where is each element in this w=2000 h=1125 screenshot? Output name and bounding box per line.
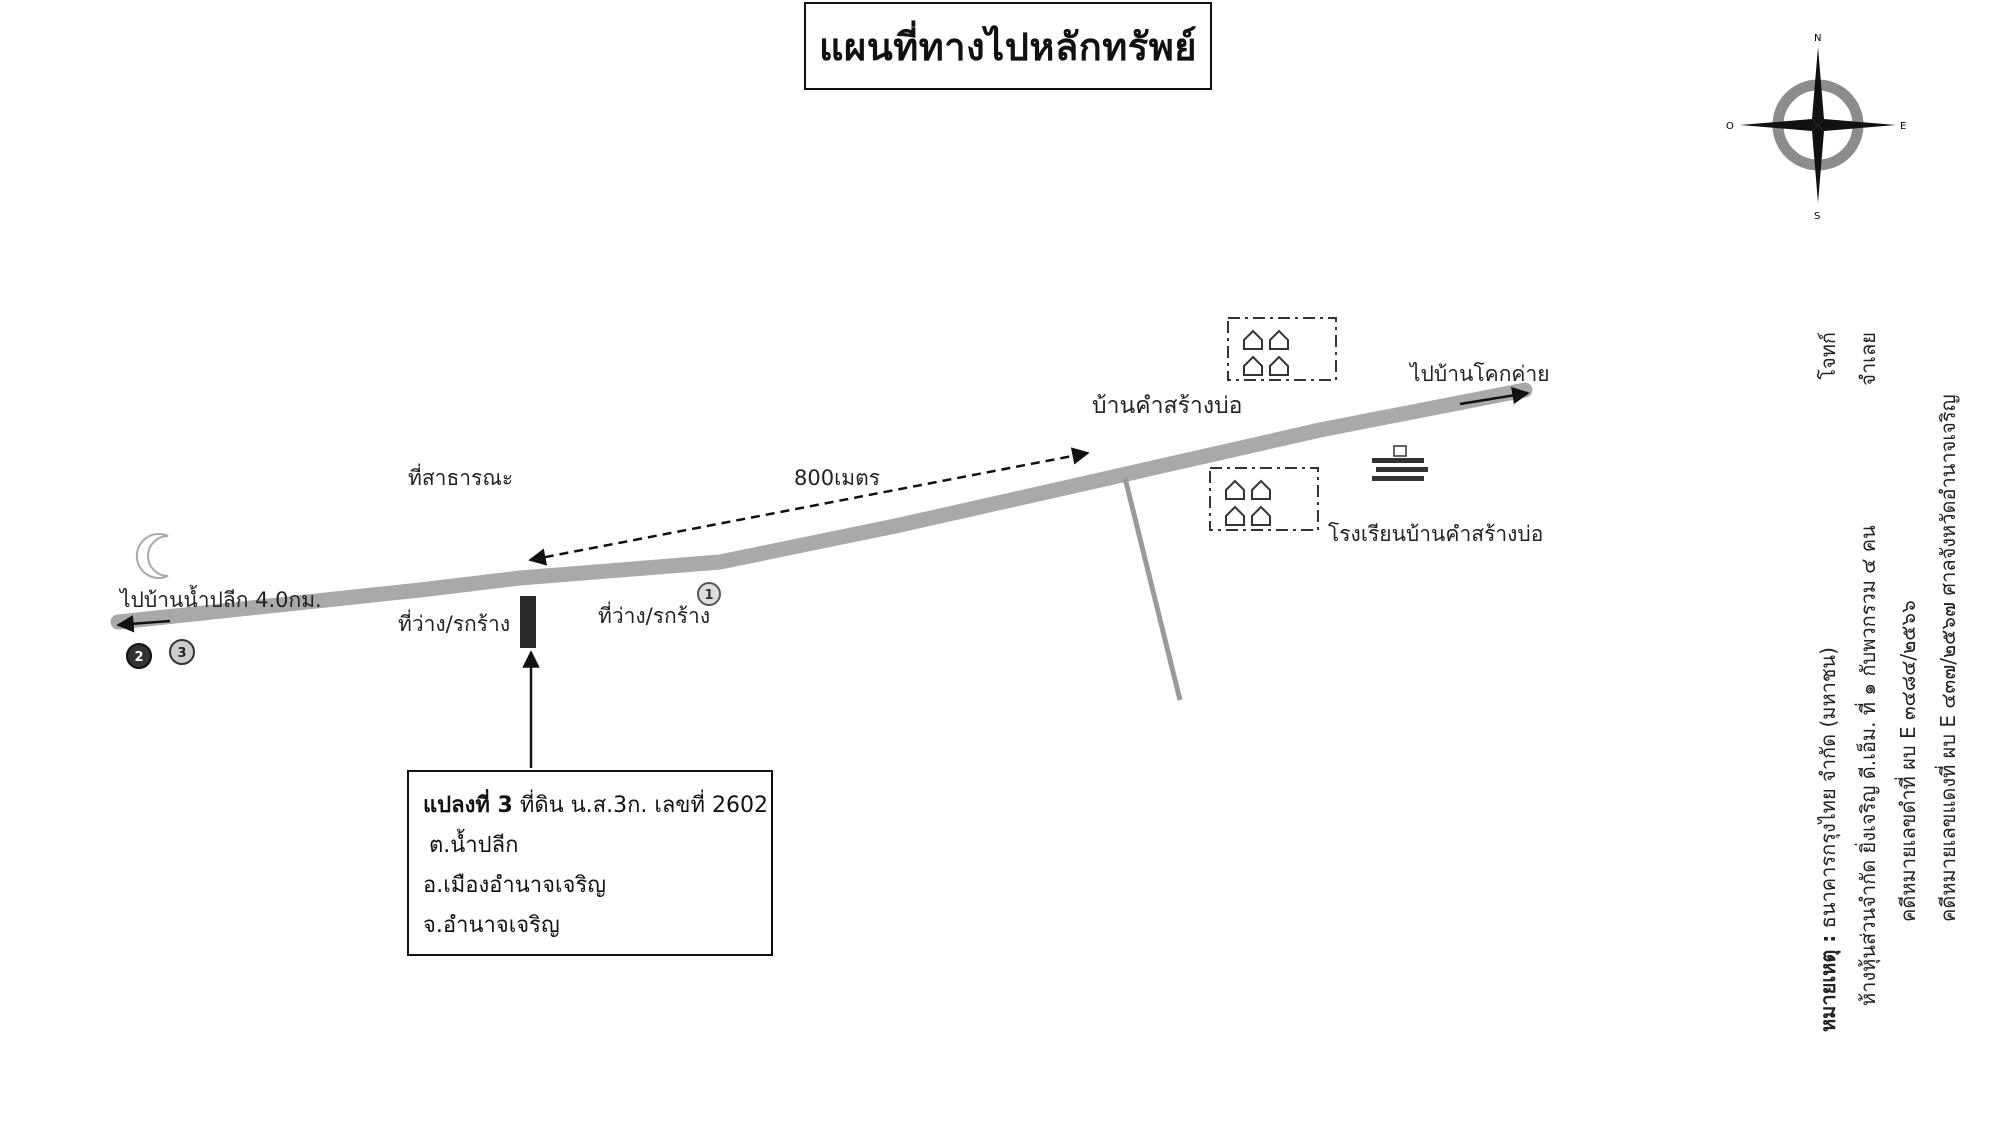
parcel-province: จ.อำนาจเจริญ	[423, 913, 560, 938]
svg-text:1: 1	[704, 588, 713, 603]
side-road	[1122, 477, 1183, 701]
marker-2: 2	[126, 643, 152, 669]
label-to-ban-nam-plik: ไปบ้านน้ำปลีก 4.0กม.	[120, 588, 322, 612]
parcel-line-1: แปลงที่ 3 ที่ดิน น.ส.3ก. เลขที่ 2602	[423, 786, 771, 826]
note-line-2: ห้างหุ้นส่วนจำกัด ยิ่งเจริญ ดี.เอ็ม. ที่…	[1848, 332, 1888, 1032]
map-title: แผนที่ทางไปหลักทรัพย์	[804, 2, 1212, 90]
compass-n: N	[1814, 33, 1821, 44]
crescent-icon	[135, 533, 169, 579]
parcel-district: อ.เมืองอำนาจเจริญ	[423, 873, 607, 898]
label-distance: 800เมตร	[794, 466, 881, 490]
label-school: โรงเรียนบ้านคำสร้างบ่อ	[1328, 522, 1544, 546]
note-plaintiff-role: โจทก์	[1816, 332, 1840, 380]
distance-arrow	[528, 447, 1090, 566]
arrow-to-ban-khok-khai	[1459, 386, 1530, 406]
school-symbol-icon	[1372, 445, 1428, 481]
label-public-land: ที่สาธารณะ	[408, 466, 514, 490]
compass-s: S	[1814, 211, 1820, 222]
note-red-case: คดีหมายเลขแดงที่ ผบ E ๔๓๗/๒๕๖๗ ศาลจังหวั…	[1936, 394, 1960, 922]
note-line-4: คดีหมายเลขแดงที่ ผบ E ๔๓๗/๒๕๖๗ ศาลจังหวั…	[1928, 332, 1968, 1032]
svg-text:2: 2	[134, 650, 143, 665]
note-plaintiff: ธนาคารกรุงไทย จำกัด (มหาชน)	[1816, 647, 1840, 935]
note-line-1: หมายเหตุ : ธนาคารกรุงไทย จำกัด (มหาชน) โ…	[1808, 332, 1848, 1032]
main-road	[110, 382, 1533, 630]
svg-text:3: 3	[177, 646, 186, 661]
school-buildings-icon	[1209, 467, 1319, 531]
parcel-deed: ที่ดิน น.ส.3ก. เลขที่ 2602	[512, 793, 768, 818]
parcel-info-box: แปลงที่ 3 ที่ดิน น.ส.3ก. เลขที่ 2602 ต.น…	[407, 770, 773, 956]
label-to-ban-khok-khai: ไปบ้านโคกค่าย	[1410, 362, 1550, 386]
compass-e: E	[1900, 121, 1906, 132]
marker-3: 3	[169, 639, 195, 665]
parcel-subdistrict: ต.น้ำปลีก	[429, 833, 519, 858]
label-vacant-left: ที่ว่าง/รกร้าง	[398, 612, 511, 636]
compass-rose-icon: N S E O	[1726, 33, 1906, 222]
marker-1: 1	[697, 582, 721, 606]
note-defendant: ห้างหุ้นส่วนจำกัด ยิ่งเจริญ ดี.เอ็ม. ที่…	[1856, 525, 1880, 1006]
parcel-number: แปลงที่ 3	[423, 793, 513, 818]
arrow-to-ban-nam-plik	[116, 615, 171, 633]
label-ban-kham-sang-bo: บ้านคำสร้างบ่อ	[1092, 393, 1243, 419]
note-black-case: คดีหมายเลขดำที่ ผบ E ๓๔๘๔/๒๕๖๖	[1896, 600, 1920, 922]
compass-w: O	[1726, 121, 1734, 132]
note-line-3: คดีหมายเลขดำที่ ผบ E ๓๔๘๔/๒๕๖๖	[1888, 332, 1928, 1032]
village-houses-icon	[1227, 317, 1337, 381]
label-vacant-right: ที่ว่าง/รกร้าง	[598, 604, 711, 628]
case-notes: หมายเหตุ : ธนาคารกรุงไทย จำกัด (มหาชน) โ…	[1808, 332, 1968, 1032]
note-defendant-role: จำเลย	[1856, 332, 1880, 386]
parcel-plot	[520, 596, 536, 648]
note-heading: หมายเหตุ :	[1816, 934, 1840, 1032]
